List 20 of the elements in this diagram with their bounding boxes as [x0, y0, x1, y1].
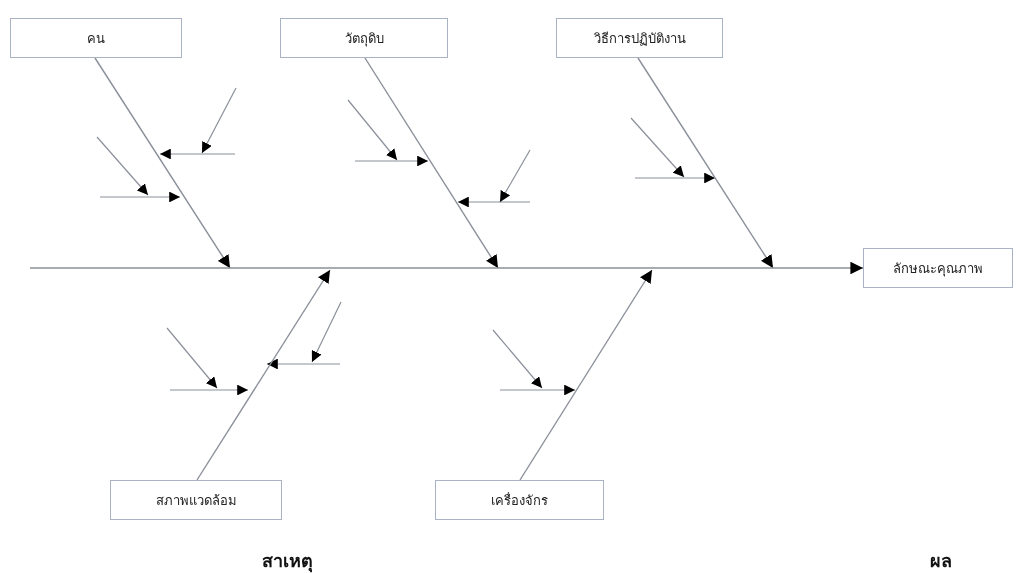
- box-label: คน: [87, 29, 105, 48]
- cause-bone-arrow: [94, 57, 231, 269]
- causes-heading: สาเหตุ: [262, 549, 313, 573]
- effect-box: [863, 248, 1013, 288]
- cause-box: [556, 18, 723, 58]
- cause-bone-arrow: [196, 269, 331, 481]
- cause-bone-arrow: [637, 57, 774, 269]
- cause-box: [435, 480, 604, 520]
- main-spine-arrow: [29, 261, 864, 275]
- cause-box: [280, 18, 448, 58]
- cause-box: [10, 18, 182, 58]
- effect-heading: ผล: [930, 549, 952, 573]
- box-label: วัตถุดิบ: [344, 29, 384, 49]
- box-label: วิธีการปฏิบัติงาน: [593, 29, 686, 48]
- box-label: ลักษณะคุณภาพ: [893, 259, 983, 279]
- cause-bone-arrow: [364, 57, 499, 269]
- cause-box: [110, 480, 282, 520]
- box-label: สภาพแวดล้อม: [155, 491, 237, 510]
- box-label: เครื่องจักร: [491, 491, 548, 510]
- cause-bone-arrow: [519, 269, 653, 481]
